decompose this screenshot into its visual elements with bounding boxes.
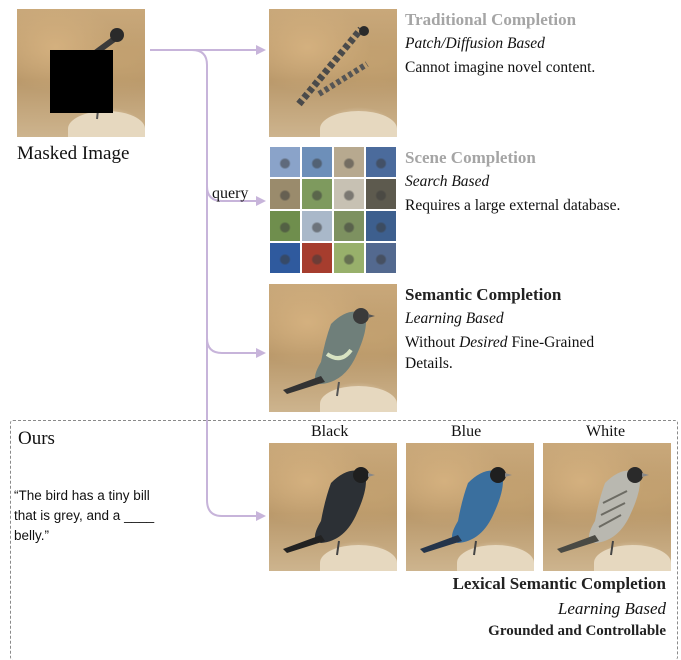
arrow-head-semantic xyxy=(256,348,266,358)
traditional-title: Traditional Completion xyxy=(405,10,577,29)
ours-dashed-box xyxy=(10,420,678,660)
text-prompt: “The bird has a tiny bill that is grey, … xyxy=(14,488,155,543)
bird-body xyxy=(452,470,503,543)
semantic-subtitle: Learning Based xyxy=(405,310,504,327)
traditional-description: Cannot imagine novel content. xyxy=(405,59,596,76)
output-image-black xyxy=(269,443,397,571)
ours-subtitle: Learning Based xyxy=(557,599,666,618)
scene-thumbnail xyxy=(365,210,397,242)
output-label-blue: Blue xyxy=(451,423,482,440)
scene-thumbnail xyxy=(365,242,397,274)
semantic-desc-after: Fine-Grained xyxy=(507,334,595,351)
scene-thumbnail xyxy=(301,210,333,242)
semantic-desc-emph: Desired xyxy=(459,334,508,351)
scene-thumbnail xyxy=(269,242,301,274)
scene-thumbnail xyxy=(301,146,333,178)
output-image-blue xyxy=(406,443,534,571)
scene-thumbnail xyxy=(333,242,365,274)
mask-region xyxy=(50,50,113,113)
output-image-white xyxy=(543,443,671,571)
query-label: query xyxy=(212,185,249,202)
traditional-completion-image xyxy=(269,9,397,137)
scene-thumbnail xyxy=(333,210,365,242)
ours-title: Lexical Semantic Completion xyxy=(452,574,666,593)
arrow-head-ours xyxy=(256,511,266,521)
scene-thumbnail xyxy=(301,242,333,274)
arrow-head-scene xyxy=(256,196,266,206)
traditional-subtitle: Patch/Diffusion Based xyxy=(405,35,545,52)
scene-description: Requires a large external database. xyxy=(405,197,621,214)
semantic-description-line2: Details. xyxy=(405,355,453,372)
semantic-description: Without Desired Fine-Grained xyxy=(405,334,594,352)
scene-completion-grid xyxy=(269,146,397,274)
bird-body xyxy=(315,470,366,543)
scene-title: Scene Completion xyxy=(405,148,536,167)
scene-thumbnail xyxy=(301,178,333,210)
scene-thumbnail xyxy=(269,210,301,242)
scene-thumbnail xyxy=(269,178,301,210)
scene-thumbnail xyxy=(333,178,365,210)
semantic-completion-image xyxy=(269,284,397,412)
output-label-white: White xyxy=(586,423,626,440)
output-label-black: Black xyxy=(311,423,349,440)
masked-image-caption: Masked Image xyxy=(17,143,130,164)
masked-image xyxy=(17,9,145,137)
semantic-title: Semantic Completion xyxy=(405,285,562,304)
scene-thumbnail xyxy=(333,146,365,178)
ours-description: Grounded and Controllable xyxy=(488,623,666,639)
connector-lines xyxy=(150,45,266,521)
scene-thumbnail xyxy=(365,178,397,210)
semantic-desc-before: Without xyxy=(405,334,460,351)
scene-thumbnail xyxy=(269,146,301,178)
scene-thumbnail xyxy=(365,146,397,178)
arrow-head-traditional xyxy=(256,45,266,55)
ours-label: Ours xyxy=(18,428,55,449)
scene-subtitle: Search Based xyxy=(405,173,490,190)
